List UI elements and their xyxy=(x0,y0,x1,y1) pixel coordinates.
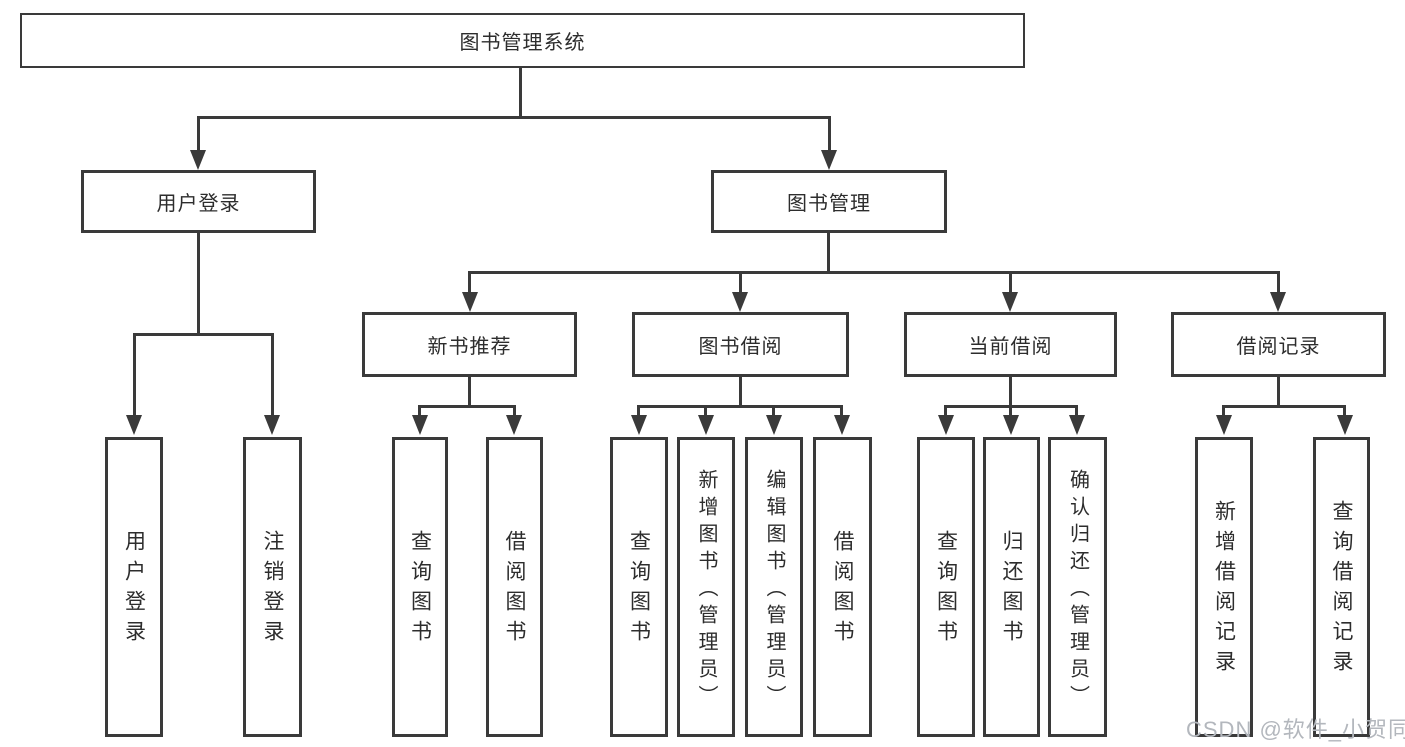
connector-userlogin-split xyxy=(133,333,274,336)
connector-drop-user-login xyxy=(197,116,200,156)
connector-bookborrow-split xyxy=(637,405,843,408)
arrowhead-cb-query xyxy=(938,415,954,435)
leaf-logout: 注销登录 xyxy=(243,437,302,737)
arrowhead-user-login xyxy=(190,150,206,170)
connector-drop-bb-borrow xyxy=(840,405,843,419)
arrowhead-rc-add xyxy=(1216,415,1232,435)
arrowhead-rec-borrow xyxy=(506,415,522,435)
connector-records-stem xyxy=(1277,377,1280,408)
arrowhead-bb-add xyxy=(698,415,714,435)
arrowhead-borrow xyxy=(732,292,748,312)
node-book-management-module: 图书管理 xyxy=(711,170,947,233)
node-borrow-records: 借阅记录 xyxy=(1171,312,1386,377)
arrowhead-bb-query xyxy=(631,415,647,435)
connector-drop-cb-return xyxy=(1009,405,1012,419)
connector-drop-current xyxy=(1009,271,1012,297)
arrowhead-book-mgmt xyxy=(821,150,837,170)
arrowhead-cb-return xyxy=(1003,415,1019,435)
arrowhead-records xyxy=(1270,292,1286,312)
arrowhead-rc-query xyxy=(1337,415,1353,435)
connector-root-split xyxy=(197,116,831,119)
connector-drop-leaf-login xyxy=(133,333,136,418)
connector-records-split xyxy=(1222,405,1346,408)
node-new-book-recommend: 新书推荐 xyxy=(362,312,577,377)
leaf-return-books: 归还图书 xyxy=(983,437,1040,737)
connector-drop-records xyxy=(1277,271,1280,297)
connector-mgmt-stem xyxy=(827,233,830,274)
leaf-borrow-query-books: 查询图书 xyxy=(610,437,668,737)
arrowhead-bb-edit xyxy=(766,415,782,435)
connector-drop-bb-query xyxy=(637,405,640,419)
leaf-add-borrow-record: 新增借阅记录 xyxy=(1195,437,1253,737)
connector-drop-rc-add xyxy=(1222,405,1225,419)
connector-drop-bb-edit xyxy=(772,405,775,419)
connector-drop-rec-borrow xyxy=(513,405,516,419)
arrowhead-rec-query xyxy=(412,415,428,435)
arrowhead-cb-confirm xyxy=(1069,415,1085,435)
leaf-confirm-return-admin: 确认归还（管理员） xyxy=(1048,437,1107,737)
arrowhead-recommend xyxy=(462,292,478,312)
connector-recommend-stem xyxy=(468,377,471,408)
connector-mgmt-split xyxy=(468,271,1280,274)
leaf-query-borrow-record: 查询借阅记录 xyxy=(1313,437,1370,737)
connector-drop-rec-query xyxy=(418,405,421,419)
connector-recommend-split xyxy=(418,405,516,408)
csdn-watermark: CSDN @软件_小贺同学 xyxy=(1186,717,1405,742)
node-current-borrow: 当前借阅 xyxy=(904,312,1117,377)
leaf-user-login: 用户登录 xyxy=(105,437,163,737)
connector-drop-recommend xyxy=(468,271,471,297)
leaf-add-books-admin: 新增图书（管理员） xyxy=(677,437,735,737)
connector-drop-cb-query xyxy=(944,405,947,419)
leaf-recommend-borrow-books: 借阅图书 xyxy=(486,437,543,737)
leaf-borrow-books: 借阅图书 xyxy=(813,437,872,737)
node-user-login-module: 用户登录 xyxy=(81,170,316,233)
leaf-current-query-books: 查询图书 xyxy=(917,437,975,737)
connector-currentborrow-stem xyxy=(1009,377,1012,408)
connector-userlogin-stem xyxy=(197,233,200,336)
leaf-edit-books-admin: 编辑图书（管理员） xyxy=(745,437,803,737)
connector-drop-cb-confirm xyxy=(1075,405,1078,419)
connector-drop-borrow xyxy=(739,271,742,297)
connector-drop-rc-query xyxy=(1343,405,1346,419)
arrowhead-leaf-logout xyxy=(264,415,280,435)
arrowhead-bb-borrow xyxy=(834,415,850,435)
leaf-recommend-query-books: 查询图书 xyxy=(392,437,448,737)
node-book-borrow: 图书借阅 xyxy=(632,312,849,377)
arrowhead-current xyxy=(1002,292,1018,312)
connector-drop-book-mgmt xyxy=(828,116,831,156)
connector-root-stem xyxy=(519,68,522,119)
connector-bookborrow-stem xyxy=(739,377,742,408)
connector-drop-leaf-logout xyxy=(271,333,274,418)
connector-drop-bb-add xyxy=(704,405,707,419)
node-root-library-system: 图书管理系统 xyxy=(20,13,1025,68)
arrowhead-leaf-login xyxy=(126,415,142,435)
